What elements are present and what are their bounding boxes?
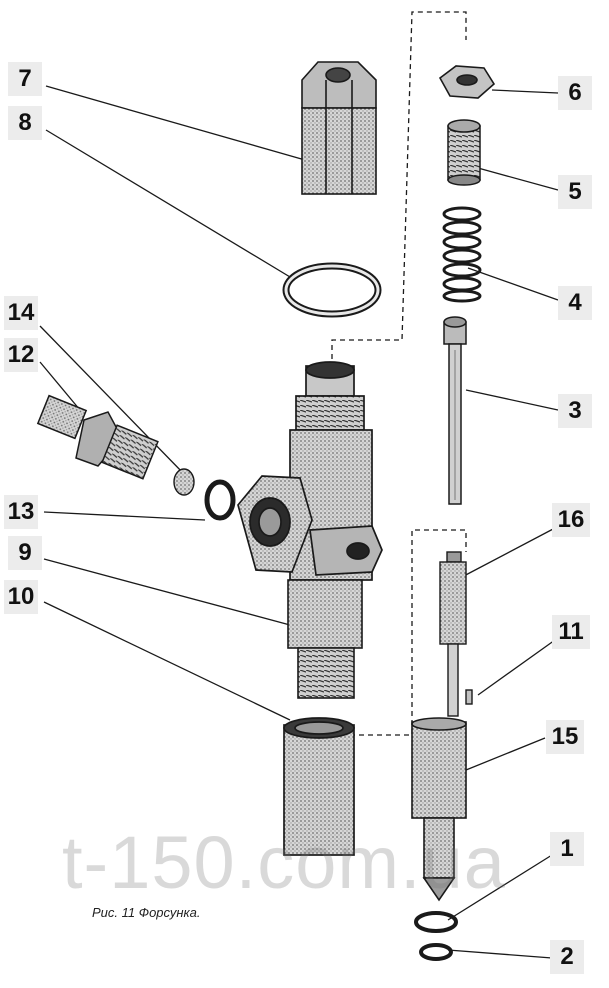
part-11-pin <box>465 689 473 705</box>
callout-13: 13 <box>4 495 38 529</box>
callout-9: 9 <box>8 536 42 570</box>
callout-16: 16 <box>552 503 590 537</box>
callout-6: 6 <box>558 76 592 110</box>
injector-body <box>237 361 383 581</box>
callout-14: 14 <box>4 296 38 330</box>
callout-11: 11 <box>552 615 590 649</box>
part-7-cap-nut <box>301 61 377 195</box>
callout-7: 7 <box>8 62 42 96</box>
part-12-inlet-fitting <box>36 394 159 480</box>
callout-15: 15 <box>546 720 584 754</box>
callout-1: 1 <box>550 832 584 866</box>
watermark: t-150.com.ua <box>62 821 506 904</box>
part-2-washer <box>419 943 453 961</box>
figure-caption: Рис. 11 Форсунка. <box>92 905 201 920</box>
part-4-spring <box>442 206 482 303</box>
callout-5: 5 <box>558 175 592 209</box>
part-8-gasket <box>282 262 382 318</box>
part-16-needle <box>439 551 467 717</box>
callout-3: 3 <box>558 394 592 428</box>
callout-2: 2 <box>550 940 584 974</box>
part-10-sleeve-nut <box>283 717 355 856</box>
callout-10: 10 <box>4 580 38 614</box>
assembly-axis-lines <box>331 11 467 736</box>
part-5-adjusting-screw <box>447 119 481 186</box>
callout-8: 8 <box>8 106 42 140</box>
leader-lines <box>39 85 559 959</box>
part-13-washer <box>204 479 236 521</box>
callout-12: 12 <box>4 338 38 372</box>
part-6-lock-nut <box>438 65 496 99</box>
callout-4: 4 <box>558 286 592 320</box>
part-15-nozzle-body <box>411 717 467 902</box>
part-3-push-rod <box>443 316 467 505</box>
part-9-body-neck <box>287 579 363 699</box>
part-1-washer <box>414 911 458 933</box>
part-14-filter <box>173 468 195 496</box>
